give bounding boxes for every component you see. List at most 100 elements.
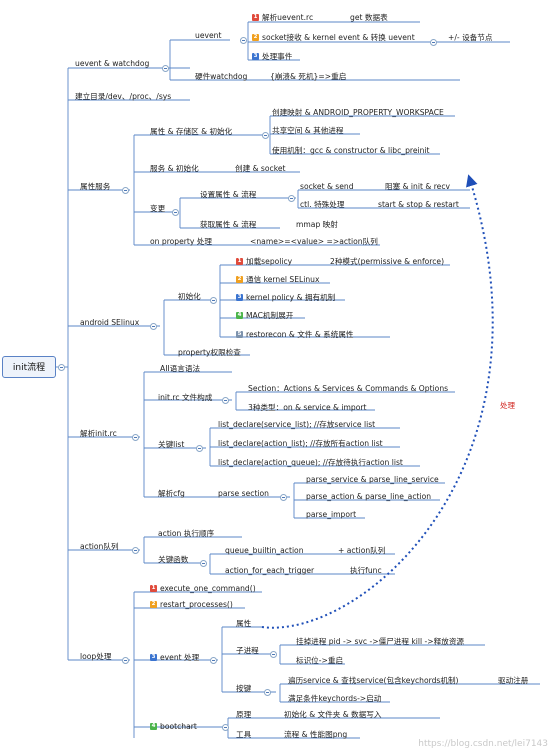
edge-label: 处理 <box>500 401 515 410</box>
node-parse-initrc[interactable]: 解析init.rc <box>80 429 117 438</box>
node-socket-kernel-event[interactable]: socket接收 & kernel event & 转换 uevent <box>262 33 415 42</box>
node-action-order[interactable]: action 执行顺序 <box>158 529 215 538</box>
node-action-for-each-trigger[interactable]: action_for_each_trigger <box>225 566 315 575</box>
node-execute-one-command[interactable]: execute_one_command() <box>160 584 256 593</box>
node-start-stop-restart[interactable]: start & stop & restart <box>378 200 459 209</box>
node-key-functions[interactable]: 关键函数 <box>158 555 189 564</box>
collapse-toggle-icon[interactable] <box>132 547 139 554</box>
node-event-property[interactable]: 属性 <box>236 619 252 628</box>
collapse-toggle-icon[interactable] <box>172 209 179 216</box>
node-load-sepolicy[interactable]: 加载sepolicy <box>246 257 293 266</box>
collapse-toggle-icon[interactable] <box>430 39 437 46</box>
node-set-property[interactable]: 设置属性 & 流程 <box>200 190 257 199</box>
node-key-list[interactable]: 关键list <box>158 440 185 449</box>
node-handle-event[interactable]: 处理事件 <box>262 52 293 61</box>
node-on-property[interactable]: on property 处理 <box>150 237 212 246</box>
node-parse-service[interactable]: parse_service & parse_line_service <box>306 475 439 484</box>
node-android-selinux[interactable]: android SElinux <box>80 318 140 327</box>
node-crash-reboot[interactable]: {崩溃& 死机}=>重启 <box>270 72 347 81</box>
badge-5-icon: 5 <box>236 331 243 338</box>
node-parse-cfg[interactable]: 解析cfg <box>158 489 185 498</box>
node-action-queue-main[interactable]: action队列 <box>80 542 119 551</box>
node-action-list[interactable]: list_declare(action_list); //存放所有action … <box>218 439 383 448</box>
node-mac-mechanism[interactable]: MAC机制展开 <box>246 311 294 320</box>
node-flow-png[interactable]: 流程 & 性能图png <box>284 730 348 739</box>
node-create-mapping[interactable]: 创建映射 & ANDROID_PROPERTY_WORKSPACE <box>272 108 444 117</box>
collapse-toggle-icon[interactable] <box>132 434 139 441</box>
node-uevent[interactable]: uevent <box>195 31 222 40</box>
node-init-folder-write[interactable]: 初始化 & 文件夹 & 数据写入 <box>284 710 382 719</box>
node-loop[interactable]: loop处理 <box>80 652 112 661</box>
root-node[interactable]: init流程 <box>2 356 56 378</box>
collapse-toggle-icon[interactable] <box>150 323 157 330</box>
collapse-toggle-icon[interactable] <box>196 445 203 452</box>
node-usage-mechanism[interactable]: 使用机制：gcc & constructor & libc_preinit <box>272 146 430 155</box>
node-event-handling[interactable]: event 处理 <box>160 653 200 662</box>
node-parse-action[interactable]: parse_action & parse_line_action <box>306 492 432 501</box>
node-property-service[interactable]: 属性服务 <box>80 182 111 191</box>
node-exec-func[interactable]: 执行func <box>350 566 382 575</box>
collapse-toggle-icon[interactable] <box>122 187 129 194</box>
collapse-toggle-icon[interactable] <box>122 657 129 664</box>
node-block-recv[interactable]: 阻塞 & init & recv <box>385 182 450 191</box>
collapse-toggle-icon[interactable] <box>288 195 295 202</box>
badge-3-icon: 3 <box>252 53 259 60</box>
collapse-toggle-icon[interactable] <box>264 689 271 696</box>
collapse-toggle-icon[interactable] <box>210 657 217 664</box>
node-parse-import[interactable]: parse_import <box>306 510 357 519</box>
node-uevent-watchdog[interactable]: uevent & watchdog <box>75 59 150 68</box>
node-dead-pid[interactable]: 挂掉进程 pid -> svc ->僵尸进程 kill ->释放资源 <box>296 637 465 646</box>
node-service-init[interactable]: 服务 & 初始化 <box>150 164 199 173</box>
node-property-storage-init[interactable]: 属性 & 存储区 & 初始化 <box>150 127 233 136</box>
node-add-action[interactable]: + action队列 <box>338 546 386 555</box>
node-change[interactable]: 变更 <box>150 204 166 213</box>
node-device-node[interactable]: +/- 设备节点 <box>448 33 493 42</box>
collapse-toggle-icon[interactable] <box>280 494 287 501</box>
collapse-toggle-icon[interactable] <box>58 364 65 371</box>
collapse-toggle-icon[interactable] <box>200 560 207 567</box>
node-mmap[interactable]: mmap 映射 <box>296 220 338 229</box>
node-action-queue[interactable]: list_declare(action_queue); //存放待执行actio… <box>218 458 403 467</box>
node-get-table[interactable]: get 数据表 <box>350 13 388 22</box>
node-ctl-special[interactable]: ctl. 特殊处理 <box>300 200 345 209</box>
node-bootchart-principle[interactable]: 原理 <box>236 710 252 719</box>
node-property-check[interactable]: property权限检查 <box>178 348 241 357</box>
node-aii-syntax[interactable]: AII语言语法 <box>160 364 201 373</box>
node-traverse-service[interactable]: 遍历service & 查找service(包含keychords机制) <box>288 676 459 685</box>
node-child-process[interactable]: 子进程 <box>236 646 259 655</box>
node-restart-processes[interactable]: restart_processes() <box>160 600 233 609</box>
node-three-types[interactable]: 3种类型：on & service & import <box>248 403 367 412</box>
collapse-toggle-icon[interactable] <box>210 297 217 304</box>
node-parse-uevent-rc[interactable]: 解析uevent.rc <box>262 13 314 22</box>
node-mkdir[interactable]: 建立目录/dev、/proc、/sys <box>75 92 172 101</box>
node-bootchart-tool[interactable]: 工具 <box>236 730 252 739</box>
node-kernel-policy[interactable]: kernel policy & 拥有机制 <box>246 293 336 302</box>
node-bootchart[interactable]: bootchart <box>160 722 197 731</box>
node-keychords-start[interactable]: 满足条件keychords->启动 <box>288 694 382 703</box>
node-keys[interactable]: 按键 <box>236 684 252 693</box>
node-restorecon[interactable]: restorecon & 文件 & 系统属性 <box>246 330 354 339</box>
collapse-toggle-icon[interactable] <box>222 397 229 404</box>
node-kernel-selinux[interactable]: 通信 kernel SELinux <box>246 275 320 284</box>
collapse-toggle-icon[interactable] <box>262 132 269 139</box>
node-create-socket[interactable]: 创建 & socket <box>235 164 286 173</box>
node-queue-builtin-action[interactable]: queue_builtin_action <box>225 546 304 555</box>
node-section[interactable]: Section：Actions & Services & Commands & … <box>248 384 449 393</box>
node-hardware-watchdog[interactable]: 硬件watchdog <box>195 72 248 81</box>
collapse-toggle-icon[interactable] <box>270 651 277 658</box>
node-shared-space[interactable]: 共享空间 & 其他进程 <box>272 126 344 135</box>
node-socket-send[interactable]: socket & send <box>300 182 354 191</box>
badge-1-icon: 1 <box>252 14 259 21</box>
node-action-queue-eq[interactable]: <name>=<value> =>action队列 <box>250 237 378 246</box>
collapse-toggle-icon[interactable] <box>162 65 169 72</box>
node-service-list[interactable]: list_declare(service_list); //存放service … <box>218 420 376 429</box>
node-parse-section[interactable]: parse section <box>218 489 269 498</box>
node-flag-restart[interactable]: 标识位->重启 <box>296 656 344 665</box>
collapse-toggle-icon[interactable] <box>240 37 247 44</box>
collapse-toggle-icon[interactable] <box>222 724 229 731</box>
node-selinux-init[interactable]: 初始化 <box>178 292 201 301</box>
node-get-property[interactable]: 获取属性 & 流程 <box>200 220 257 229</box>
node-initrc-structure[interactable]: init.rc 文件构成 <box>158 393 213 402</box>
node-driver-register[interactable]: 驱动注册 <box>498 676 529 685</box>
node-two-modes[interactable]: 2种模式(permissive & enforce) <box>330 257 445 266</box>
